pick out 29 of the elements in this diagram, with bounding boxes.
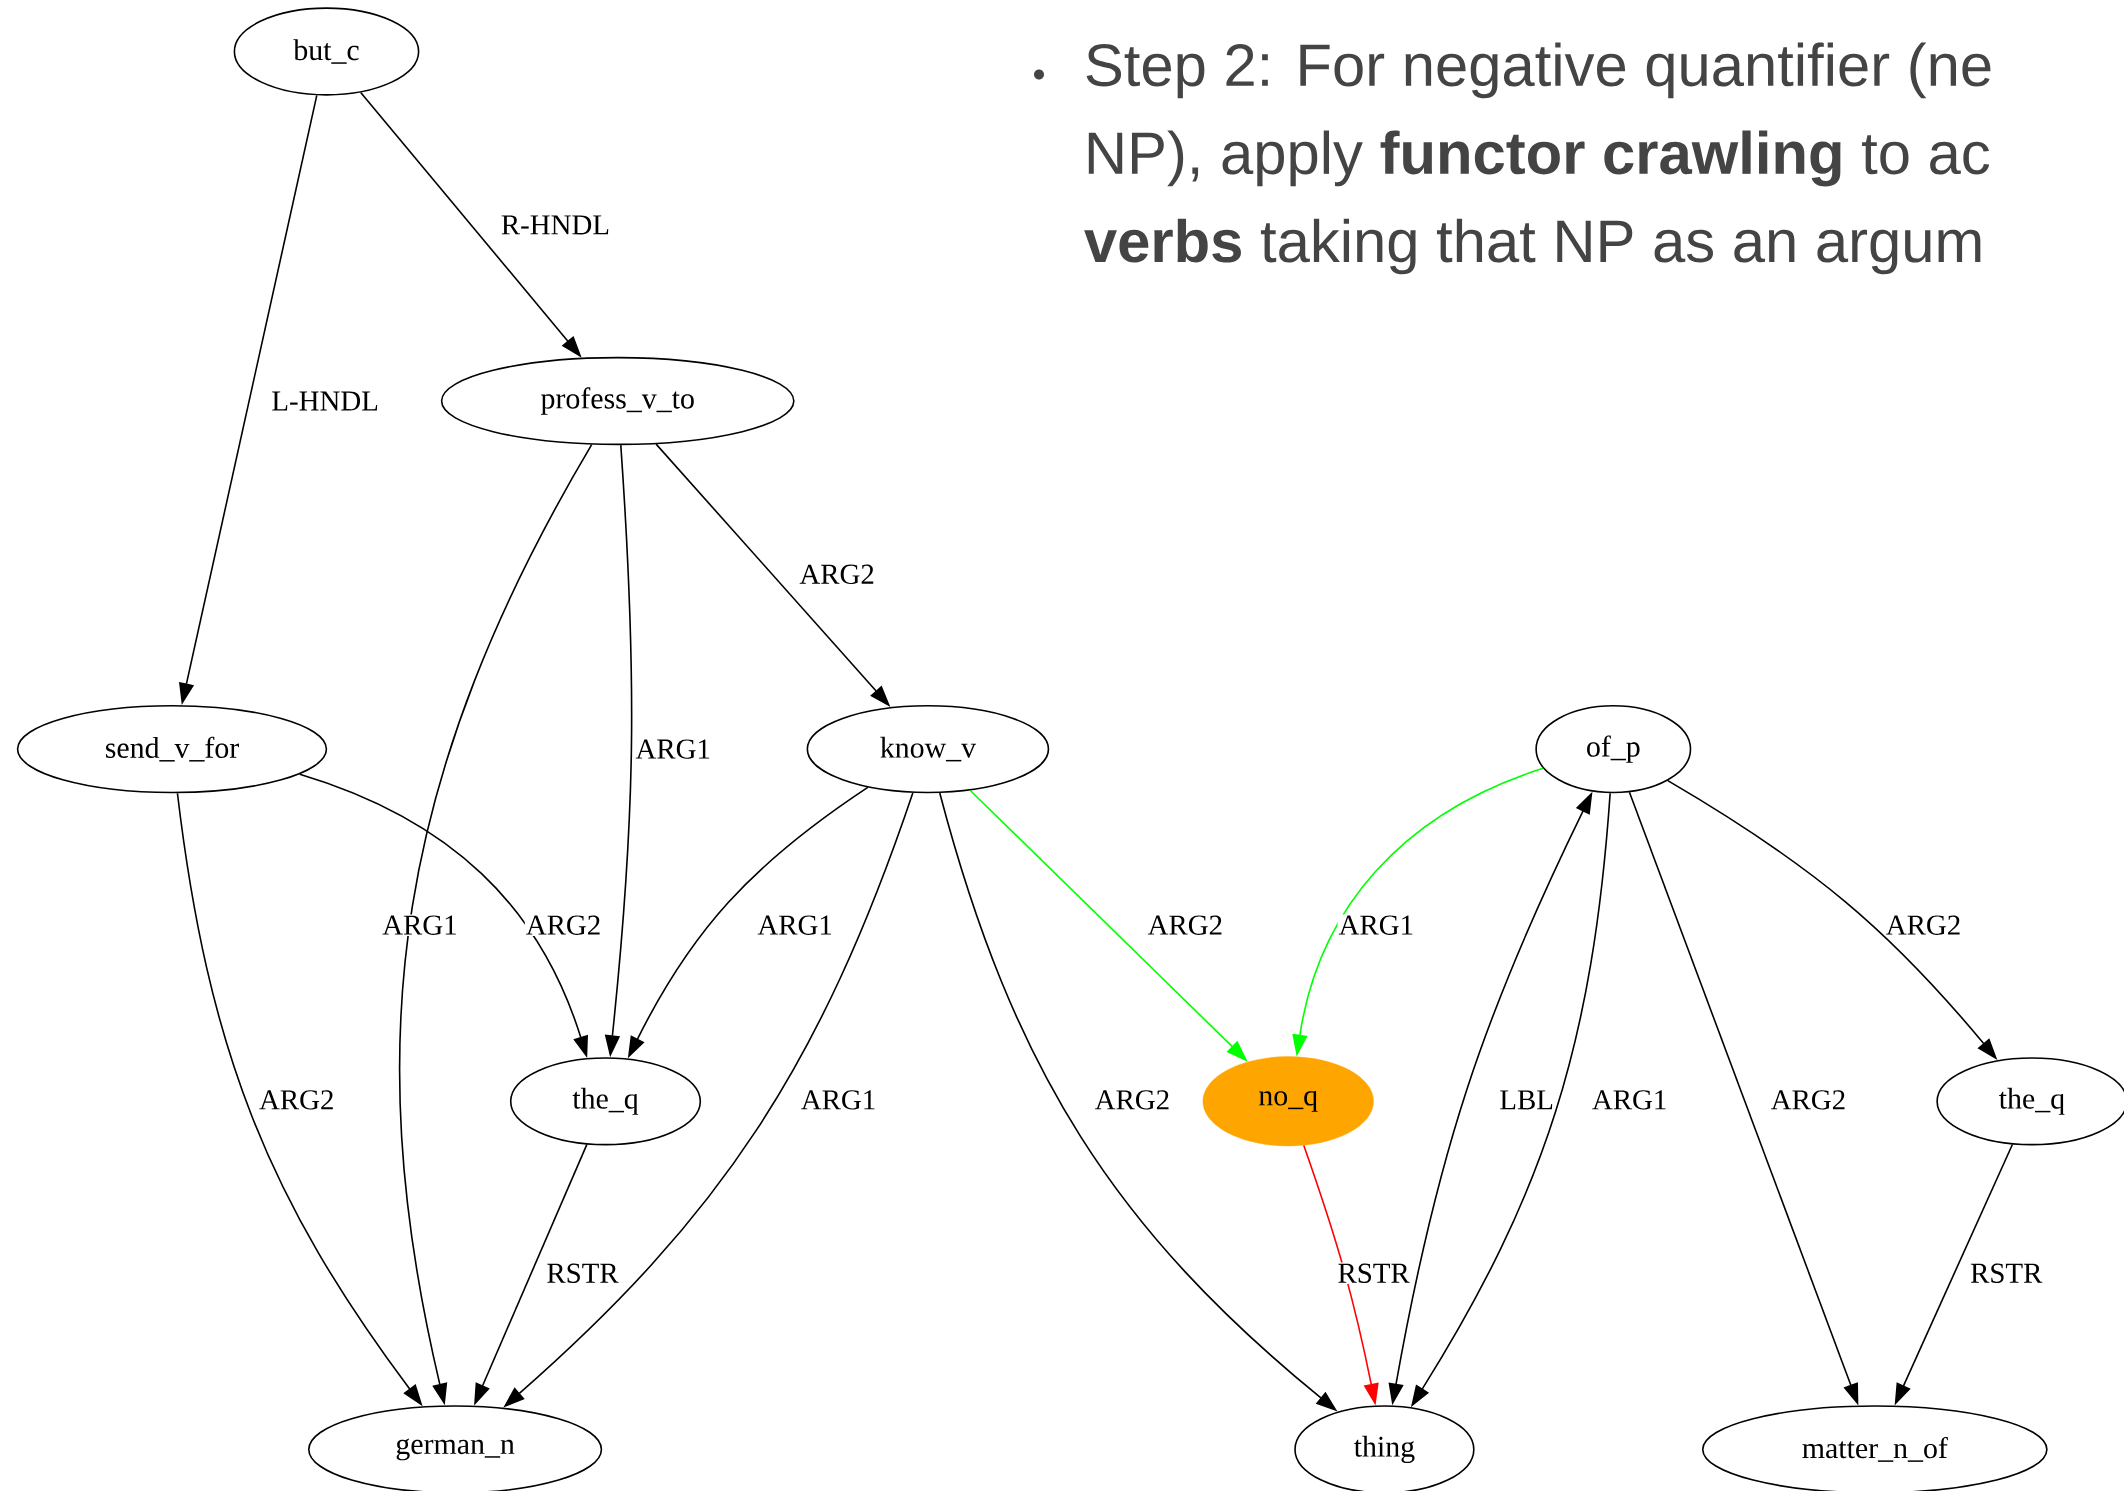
edge-label: RSTR	[1969, 1262, 2044, 1284]
edge-label: ARG1	[799, 1089, 878, 1111]
edge-label: ARG1	[756, 914, 834, 936]
edge-label: ARG2	[524, 914, 603, 936]
ellipse-node: know_v	[806, 704, 1050, 794]
ellipse-node: of_p	[1535, 704, 1692, 794]
edge-label: R-HNDL	[499, 214, 611, 236]
edge-label: L-HNDL	[270, 390, 380, 412]
text-line: NP), apply functor crawling to ac	[1088, 130, 1990, 187]
edge-label: ARG2	[1146, 914, 1225, 936]
edge-label: ARG1	[634, 738, 712, 760]
text-line: verbs taking that NP as an argum	[1084, 218, 1981, 275]
edge-label: ARG2	[1769, 1089, 1848, 1111]
text-line: Step 2: For negative quantifier (ne	[1086, 42, 1991, 99]
edge-label: RSTR	[1336, 1262, 1411, 1284]
edge-label: ARG2	[1093, 1089, 1172, 1111]
edge-label: RSTR	[545, 1262, 620, 1284]
ellipse-node: but_c	[233, 7, 420, 96]
ellipse-node: profess_v_to	[440, 356, 795, 446]
ellipse-node: send_v_for	[16, 704, 328, 794]
edge-label: ARG2	[258, 1089, 336, 1111]
edge-label: ARG1	[1590, 1089, 1669, 1111]
edge-label: ARG2	[798, 563, 876, 585]
edge-label: ARG1	[381, 914, 459, 936]
edge-label: ARG1	[1337, 914, 1416, 936]
edge-label: LBL	[1498, 1089, 1555, 1111]
ellipse-node: no_q	[1202, 1056, 1374, 1147]
edge-label: ARG2	[1884, 914, 1963, 936]
ellipse-node: the_q	[509, 1057, 702, 1146]
